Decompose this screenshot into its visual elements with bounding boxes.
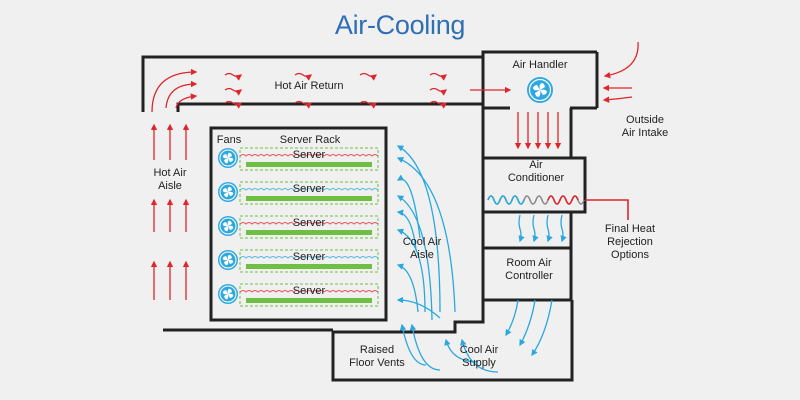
air-handler-fan-icon: [527, 77, 553, 103]
shaft-left: [331, 108, 574, 382]
server-bar: [246, 196, 372, 201]
airflow-wave: [239, 256, 379, 259]
return-squiggle: [359, 72, 378, 81]
hot-air-return-label: Hot Air Return: [274, 80, 344, 92]
hot-aisle-arrows: [150, 123, 190, 300]
server-label: Server: [292, 149, 326, 161]
server-bar: [246, 230, 372, 235]
air-conditioner-label: Air Conditioner: [507, 159, 565, 184]
return-squiggle: [294, 100, 313, 109]
corner-arrow: [175, 93, 198, 109]
fan-icon: [218, 182, 238, 202]
ac-to-controller-arrows: [518, 214, 567, 243]
server-label: Server: [292, 183, 326, 195]
server-bar: [246, 162, 372, 167]
server-row: [218, 249, 379, 273]
server-row: [218, 147, 379, 171]
handler-to-ac-arrows: [514, 112, 562, 150]
fan-icon: [218, 216, 238, 236]
server-label: Server: [292, 217, 326, 229]
return-squiggle: [224, 100, 243, 109]
hot-air-aisle-label: Hot Air Aisle: [153, 167, 187, 192]
server-rows: [218, 147, 379, 307]
final-heat-rejection-label: Final Heat Rejection Options: [604, 223, 656, 261]
cool-air-aisle-label: Cool Air Aisle: [402, 236, 442, 261]
air-handler-label: Air Handler: [512, 59, 568, 71]
rac-box: [483, 246, 571, 302]
server-row: [218, 181, 379, 205]
server-bar: [246, 298, 372, 303]
airflow-wave: [239, 154, 379, 157]
airflow-wave: [239, 188, 379, 191]
air-handler-box: [481, 52, 599, 110]
hot-air-return-arrows: [151, 68, 512, 113]
server-rack-label: Server Rack: [279, 134, 341, 146]
corner-arrow: [165, 80, 198, 109]
room-air-controller-label: Room Air Controller: [505, 257, 553, 282]
fan-icon: [218, 250, 238, 270]
corner-arrow: [151, 68, 198, 113]
heat-rejection-line: [585, 199, 629, 220]
shaft-right: [569, 108, 587, 300]
airflow-wave: [239, 290, 379, 293]
fan-icon: [218, 148, 238, 168]
return-squiggle: [359, 100, 378, 109]
airflow-wave: [239, 222, 379, 225]
cool-air-supply-label: Cool Air Supply: [459, 344, 499, 369]
raised-floor-vents-label: Raised Floor Vents: [349, 344, 405, 369]
ac-box: [483, 156, 585, 214]
return-squiggle: [429, 87, 448, 96]
server-label: Server: [292, 285, 326, 297]
diagram-title: Air-Cooling: [334, 10, 466, 40]
intake-arrow: [603, 41, 639, 79]
cool-aisle-arrows: [396, 145, 456, 321]
controller-to-supply-arrows: [505, 299, 553, 357]
outside-air-arrows: [602, 41, 639, 103]
server-row: [218, 215, 379, 239]
return-duct-inner: [176, 102, 483, 112]
return-squiggle: [224, 72, 243, 81]
outside-air-intake-label: Outside Air Intake: [621, 114, 669, 139]
fans-label: Fans: [216, 134, 242, 146]
fan-icon: [218, 284, 238, 304]
server-bar: [246, 264, 372, 269]
return-squiggle: [429, 100, 448, 109]
return-squiggle: [429, 72, 448, 81]
server-label: Server: [292, 251, 326, 263]
intake-arrow: [602, 96, 633, 103]
server-row: [218, 283, 379, 307]
server-rack-frame: [209, 126, 388, 322]
floor-vent-arrows: [399, 323, 499, 373]
return-squiggle: [294, 72, 313, 81]
ac-coil: [487, 195, 629, 220]
return-squiggle: [224, 87, 243, 96]
